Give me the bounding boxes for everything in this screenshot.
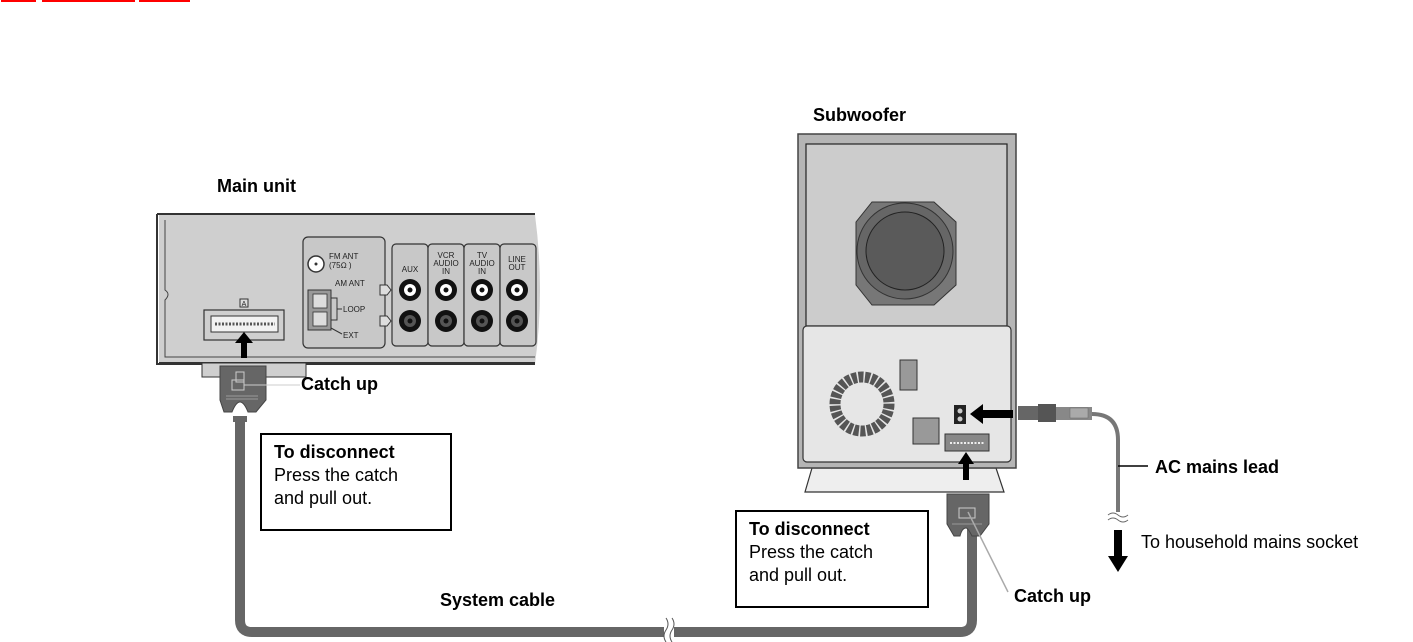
system-cable-plug-sub [946,493,1009,593]
insert-arrow-icon [235,332,253,358]
ac-mains-plug [1018,404,1092,422]
main-note-heading: To disconnect [274,442,395,462]
subwoofer-unit [797,133,1148,593]
main-unit-rear-panel [156,213,540,422]
main-note-line1: Press the catch [274,465,399,485]
system-cable-plug-main [219,365,300,422]
ac-lead-break-icon [1107,512,1129,523]
sub-note-line1: Press the catch [749,542,874,562]
ac-mains-lead-label: AC mains lead [1155,457,1280,477]
jack-vcr-label-1: VCR [438,251,455,260]
ext-label: EXT [343,331,359,340]
down-arrow-icon [1108,530,1128,572]
jack-line-out-label-1: LINE [508,255,526,264]
main-note-line2: and pull out. [274,488,373,508]
sub-insert-arrow-icon [958,452,974,480]
main-catch-up-label: Catch up [301,374,379,394]
system-cable [235,420,977,642]
antenna-terminals [302,236,386,349]
ac-insert-arrow-icon [970,404,1013,424]
fm-ant-impedance-label: (75Ω ) [329,261,352,270]
sub-disconnect-note: To disconnect Press the catch and pull o… [735,510,929,608]
top-link-2[interactable] [42,0,135,2]
jack-aux-label: AUX [402,265,419,274]
channel-l-mark-icon [379,284,392,296]
main-unit-title: Main unit [217,176,296,196]
am-ant-label: AM ANT [335,279,365,288]
main-disconnect-note: To disconnect Press the catch and pull o… [260,433,452,531]
jack-vcr-label-2: AUDIO [433,259,458,268]
mains-socket-label: To household mains socket [1141,532,1359,552]
loop-label: LOOP [343,305,365,314]
sub-catch-up-label: Catch up [1014,586,1092,606]
channel-r-mark-icon [379,315,392,327]
audio-jack-panels [379,243,537,347]
cable-break-icon [663,617,675,642]
fm-ant-label: FM ANT [329,252,358,261]
top-link-3[interactable] [139,0,190,2]
jack-vcr-label-3: IN [442,267,450,276]
sub-note-heading: To disconnect [749,519,870,539]
top-link-1[interactable] [1,0,36,2]
connector-a-label: A [242,301,247,308]
speaker-driver-icon [855,201,957,306]
jack-tv-label-1: TV [477,251,488,260]
system-connector-socket [203,298,285,341]
jack-tv-label-2: AUDIO [469,259,494,268]
system-cable-label: System cable [440,590,556,610]
jack-tv-label-3: IN [478,267,486,276]
jack-line-out-label-2: OUT [509,263,526,272]
subwoofer-title: Subwoofer [813,105,906,125]
bass-reflex-port-icon [829,371,895,437]
sub-note-line2: and pull out. [749,565,848,585]
